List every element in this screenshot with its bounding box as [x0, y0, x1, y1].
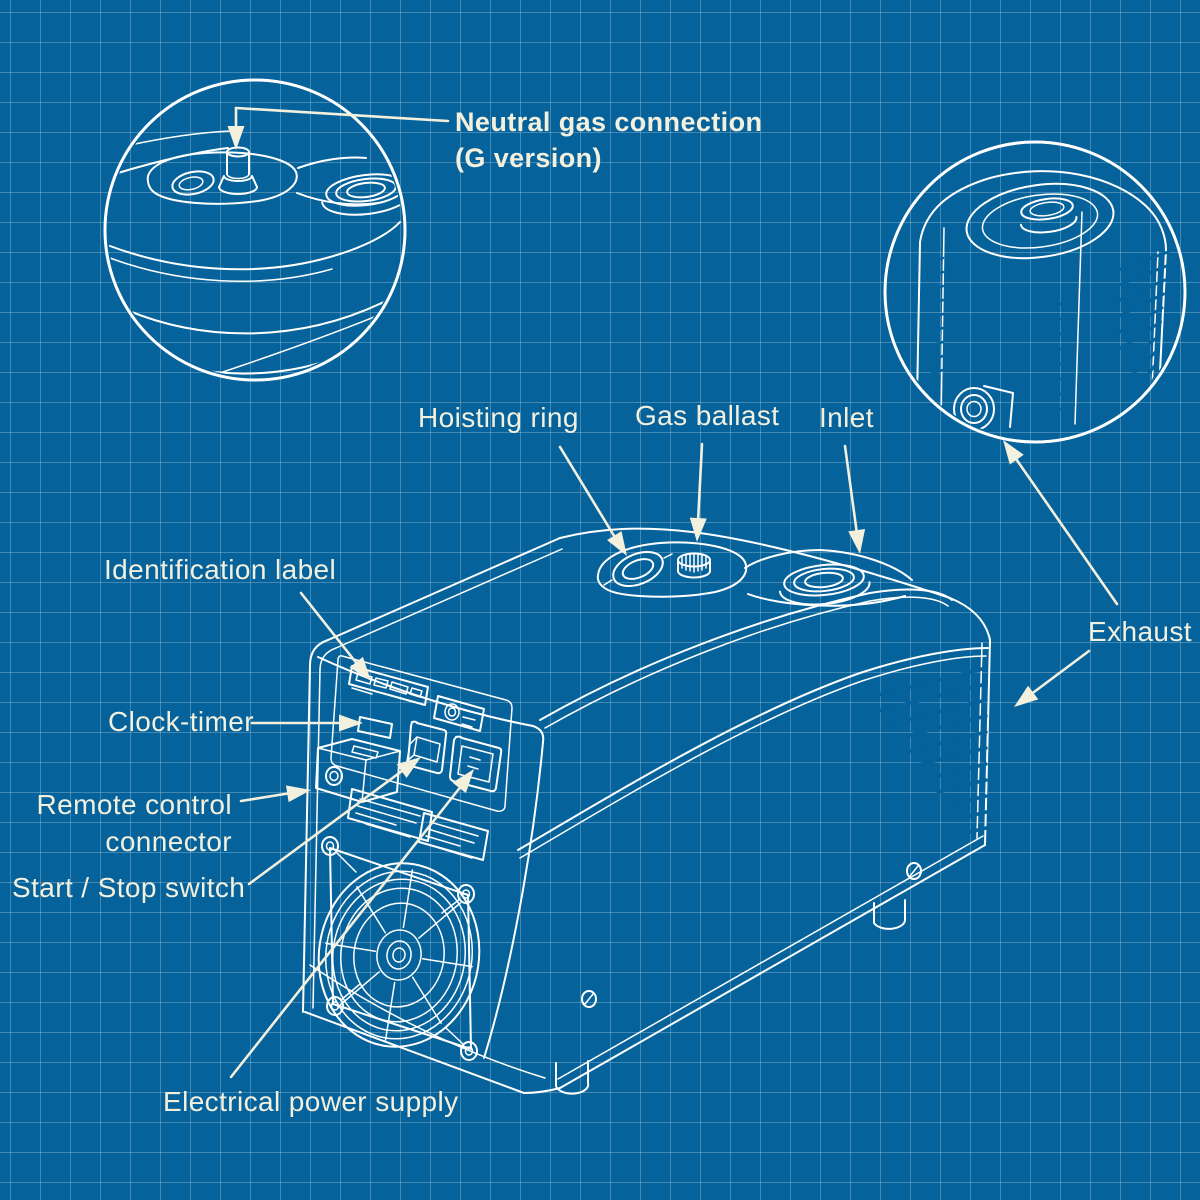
- rear-louvers: [925, 250, 1170, 413]
- right-callout-detail: [916, 170, 1170, 439]
- inlet-port: [778, 563, 871, 606]
- label-gas-ballast: Gas ballast: [635, 400, 780, 431]
- left-callout: [103, 78, 407, 382]
- fan-grill: [317, 862, 481, 1048]
- fan-eyelets: [321, 836, 478, 1061]
- symbols-label: [433, 695, 485, 732]
- leader-identification-label: [299, 591, 360, 667]
- leader-inlet: [843, 444, 859, 536]
- leader-neutral-gas: [234, 106, 450, 123]
- label-clock-timer: Clock-timer: [108, 706, 254, 737]
- leader-exhaust-callout: [1012, 454, 1119, 606]
- gas-ballast-knob: [677, 552, 711, 579]
- leader-electrical-power: [229, 783, 464, 1079]
- label-identification: Identification label: [104, 554, 337, 585]
- arrowheads: [227, 126, 1039, 803]
- feet: [555, 899, 906, 1095]
- label-electrical-power: Electrical power supply: [163, 1086, 459, 1117]
- clock-timer-display: [357, 716, 393, 739]
- identification-label-plate: [348, 665, 429, 706]
- leader-gas-ballast: [696, 442, 704, 524]
- right-callout: [883, 140, 1187, 444]
- leader-lines: [227, 106, 1119, 1079]
- label-remote-control-line2: connector: [105, 826, 232, 857]
- pump-body-outline: [302, 527, 991, 1094]
- label-remote-control-line1: Remote control: [36, 789, 232, 820]
- leader-hoisting-ring: [558, 445, 618, 541]
- hoisting-ring: [603, 551, 673, 587]
- label-remote-control: Remote control connector: [30, 786, 232, 860]
- left-callout-detail: [108, 130, 402, 377]
- leader-start-stop: [247, 766, 408, 886]
- callout-title-line1: Neutral gas connection: [455, 107, 763, 137]
- callout-title: Neutral gas connection (G version): [455, 104, 762, 176]
- screws: [581, 862, 922, 1008]
- label-exhaust: Exhaust: [1088, 616, 1192, 647]
- label-inlet: Inlet: [819, 402, 874, 433]
- callout-title-line2: (G version): [455, 143, 602, 173]
- pump-line-art: [302, 527, 991, 1095]
- neutral-gas-nipple: [218, 146, 258, 195]
- leader-exhaust-body: [1028, 649, 1091, 697]
- front-panel: [330, 655, 513, 812]
- label-hoisting-ring: Hoisting ring: [418, 402, 579, 433]
- power-inlet-connector: [449, 735, 503, 793]
- cooling-fan: [317, 836, 481, 1061]
- leader-remote-control: [239, 791, 293, 803]
- left-callout-circle: [103, 78, 407, 382]
- label-start-stop: Start / Stop switch: [12, 872, 246, 903]
- side-louvers: [866, 666, 988, 835]
- remote-control-connector-box: [315, 738, 401, 803]
- right-callout-circle: [883, 140, 1187, 444]
